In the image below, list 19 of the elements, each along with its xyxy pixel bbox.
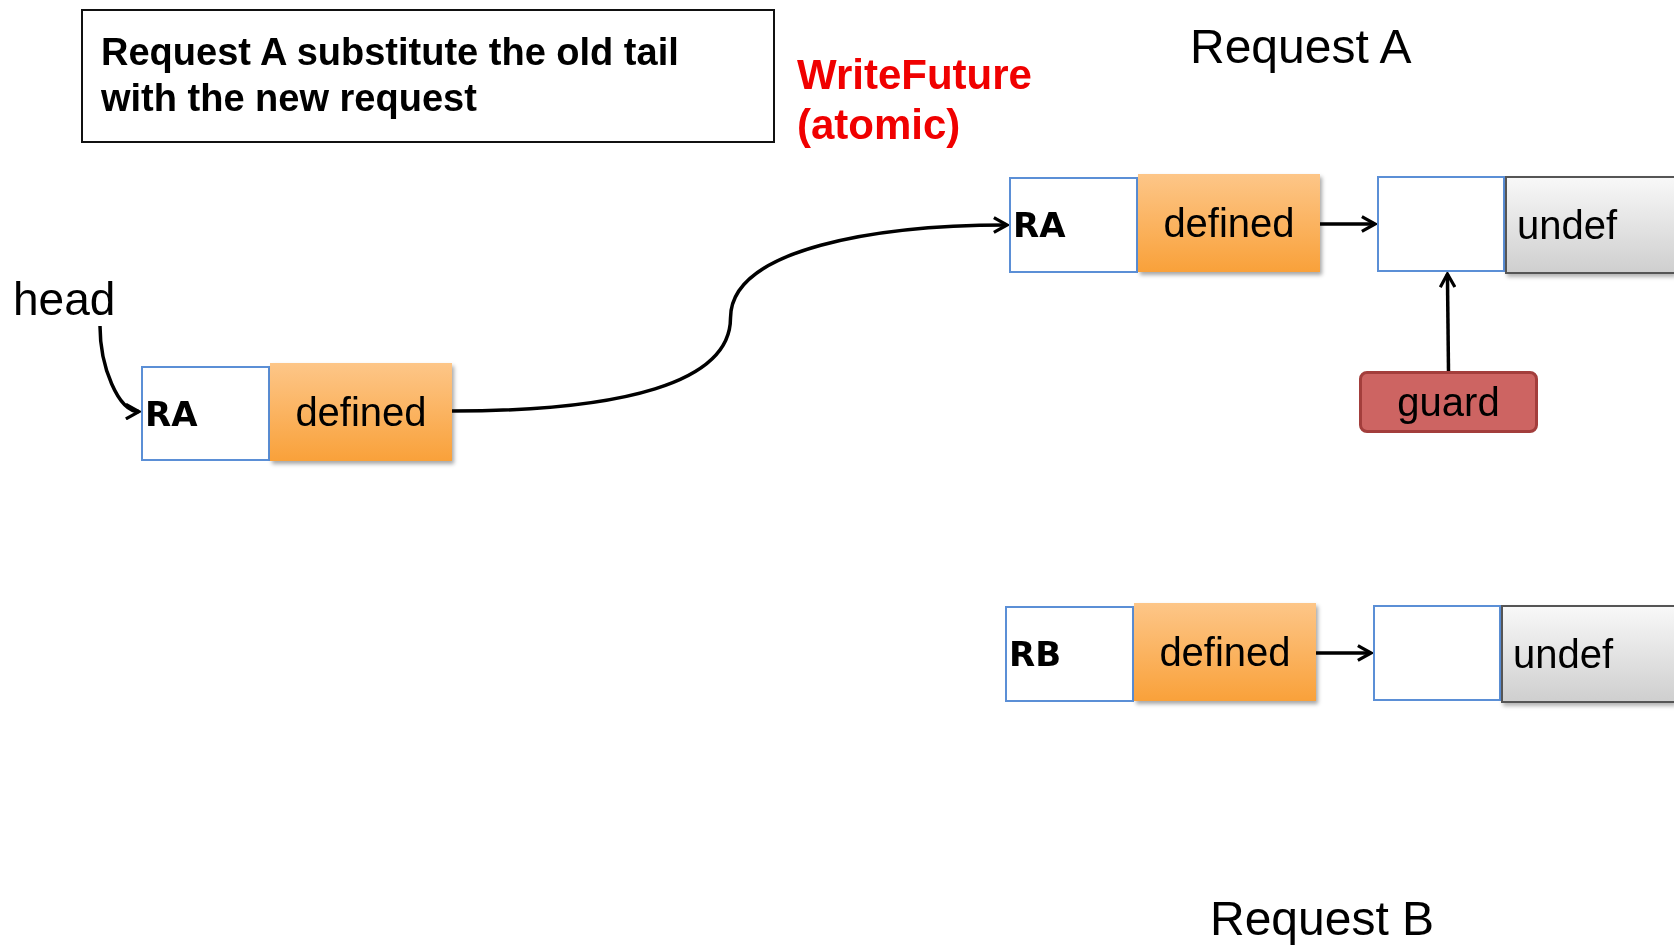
undef-box: undef [1501,605,1674,703]
undef-box: undef [1505,176,1674,274]
request-label: Request A [1190,19,1412,75]
arrow [1316,644,1373,662]
head-label: head [13,272,116,326]
request-label: Request B [1210,891,1435,947]
arrow [1320,215,1377,233]
request-box: RB [1005,606,1134,702]
annotation-text: WriteFuture (atomic) [797,50,1033,151]
title-box: Request A substitute the old tail with the new request [81,9,775,143]
arrow [98,325,141,419]
guard-box: guard [1359,371,1538,433]
defined-box: defined [1138,174,1320,272]
defined-box: defined [1134,603,1316,701]
defined-box: defined [270,363,452,461]
request-box: RA [1009,177,1138,273]
arrow [1438,272,1457,371]
request-box: RA [141,366,270,461]
arrow [451,216,1009,413]
